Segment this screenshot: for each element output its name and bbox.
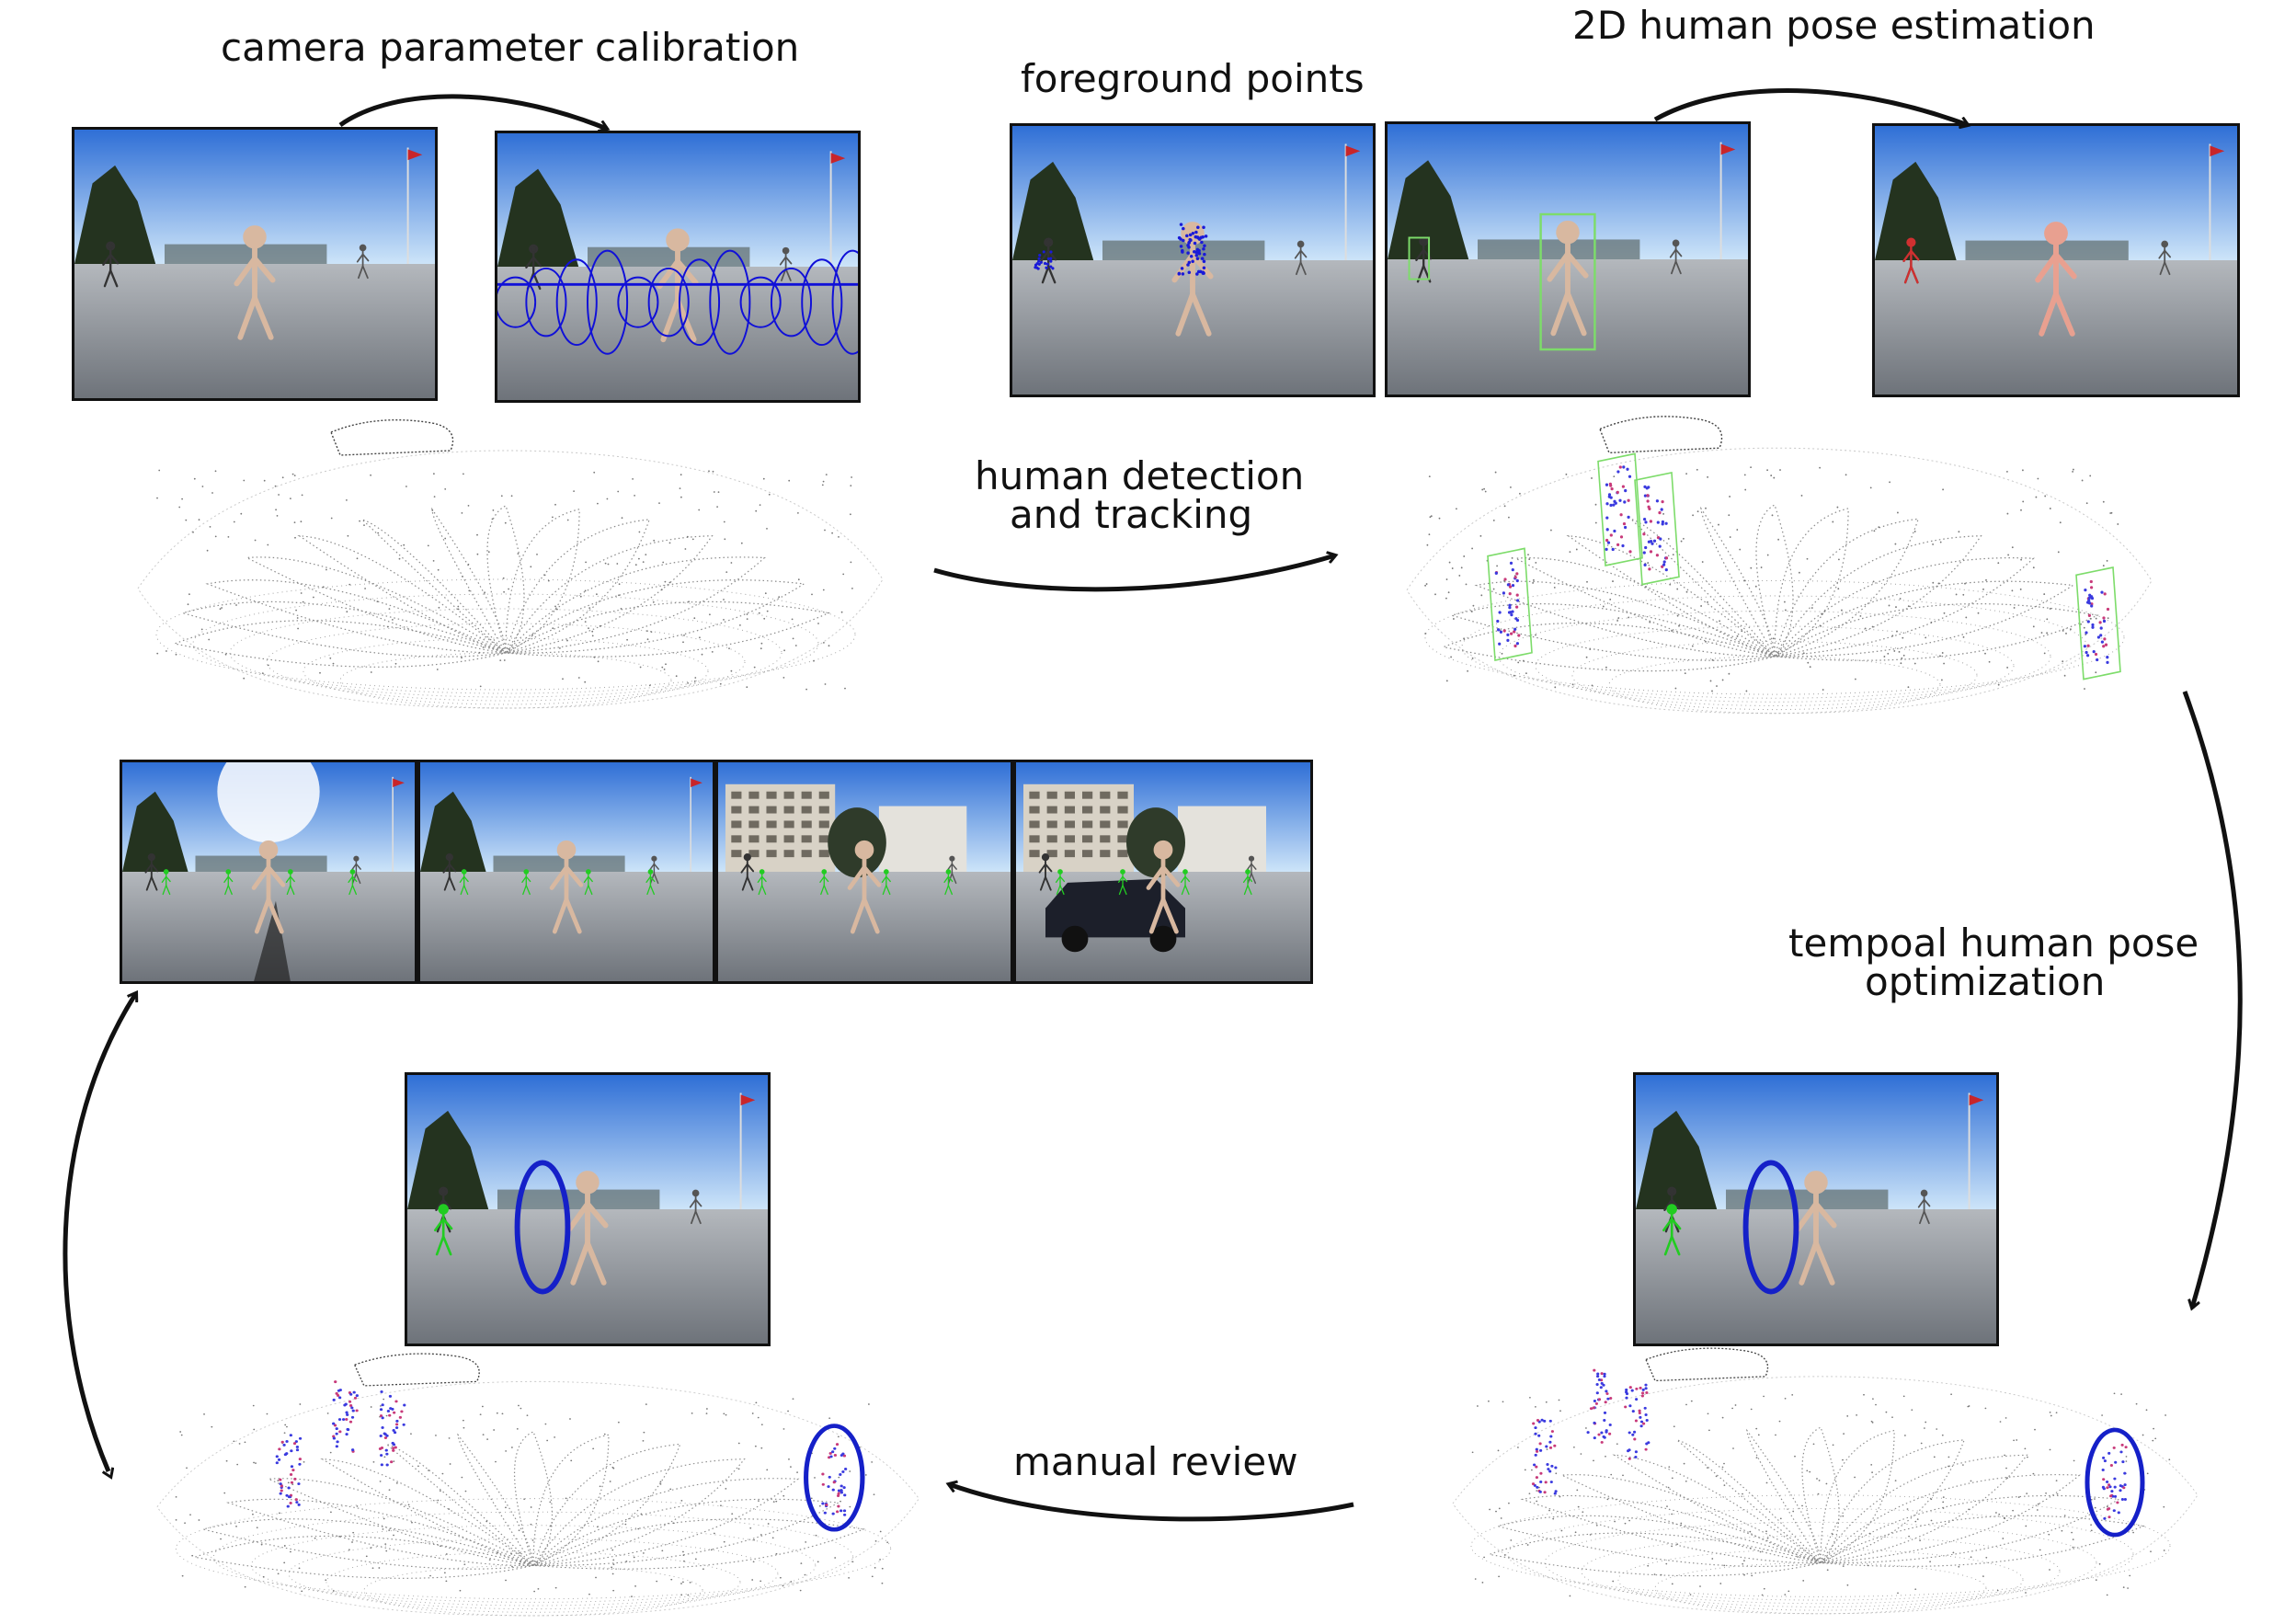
arrow-detection	[933, 555, 1335, 592]
frame-review-right	[1633, 1072, 1999, 1346]
pointcloud-detected	[1370, 410, 2179, 723]
label-manual-review: manual review	[1013, 1439, 1298, 1484]
arrow-calibration	[338, 94, 607, 129]
label-temporal-opt-line1: tempoal human pose	[1788, 921, 2199, 966]
arrow-manual-review	[949, 1484, 1354, 1522]
arrow-pose-estimation	[1653, 88, 1968, 126]
label-human-detection-line2: and tracking	[1010, 492, 1253, 537]
frame-foreground-points	[1010, 123, 1376, 397]
frame-calibration-overlay	[495, 131, 861, 403]
panorama-view-2	[417, 760, 715, 984]
label-foreground-points: foreground points	[1021, 56, 1365, 101]
pointcloud-review-left	[120, 1348, 947, 1624]
label-2d-pose-estimation: 2D human pose estimation	[1572, 3, 2096, 48]
label-human-detection-line1: human detection	[975, 453, 1305, 498]
label-camera-calibration: camera parameter calibration	[221, 25, 800, 70]
pointcloud-review-right	[1416, 1343, 2225, 1622]
frame-original	[72, 127, 438, 401]
panorama-view-1	[120, 760, 417, 984]
pointcloud-raw	[101, 414, 910, 717]
frame-2d-pose	[1872, 123, 2240, 397]
frame-detection-boxes	[1385, 121, 1751, 397]
frame-review-left	[405, 1072, 771, 1346]
panorama-view-3	[715, 760, 1013, 984]
arrow-temporal-opt	[2182, 691, 2243, 1308]
label-temporal-opt-line2: optimization	[1865, 959, 2106, 1004]
panorama-view-4	[1013, 760, 1313, 984]
